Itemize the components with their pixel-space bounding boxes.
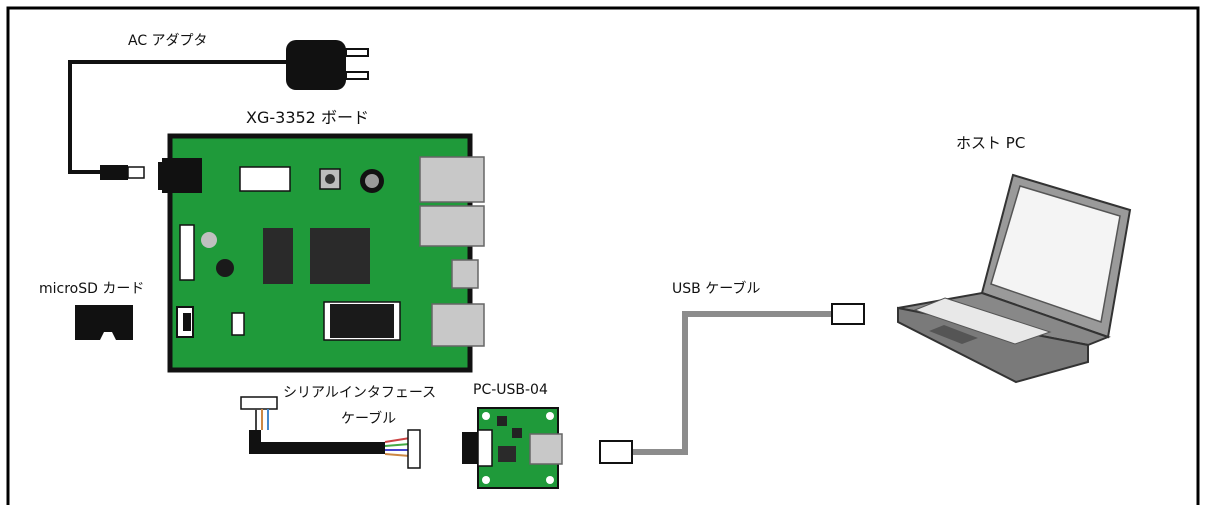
microsd-card-icon [75, 305, 133, 340]
ac-dc-plug [100, 165, 145, 180]
serial-cable-label-line2: ケーブル [341, 411, 397, 427]
usb-cable-label: USB ケーブル [672, 281, 761, 297]
microsd-label: microSD カード [39, 281, 145, 297]
usb-converter-board-icon [462, 407, 563, 489]
ac-adapter-icon [286, 40, 369, 90]
diagram-frame [6, 6, 1200, 505]
ac-adapter-cable [68, 60, 286, 174]
xg-3352-board [158, 133, 485, 373]
usb-cable-plug-a [599, 440, 633, 464]
usb-cable [632, 311, 832, 455]
serial-interface-cable [240, 396, 421, 469]
host-pc-label: ホスト PC [956, 134, 1026, 152]
ac-adapter-label: AC アダプタ [128, 33, 208, 49]
laptop-icon [897, 173, 1132, 384]
pc-usb-label: PC-USB-04 [473, 382, 548, 398]
board-label: XG-3352 ボード [246, 108, 369, 127]
usb-cable-plug-b [831, 303, 865, 325]
serial-cable-label-line1: シリアルインタフェース [283, 385, 437, 401]
